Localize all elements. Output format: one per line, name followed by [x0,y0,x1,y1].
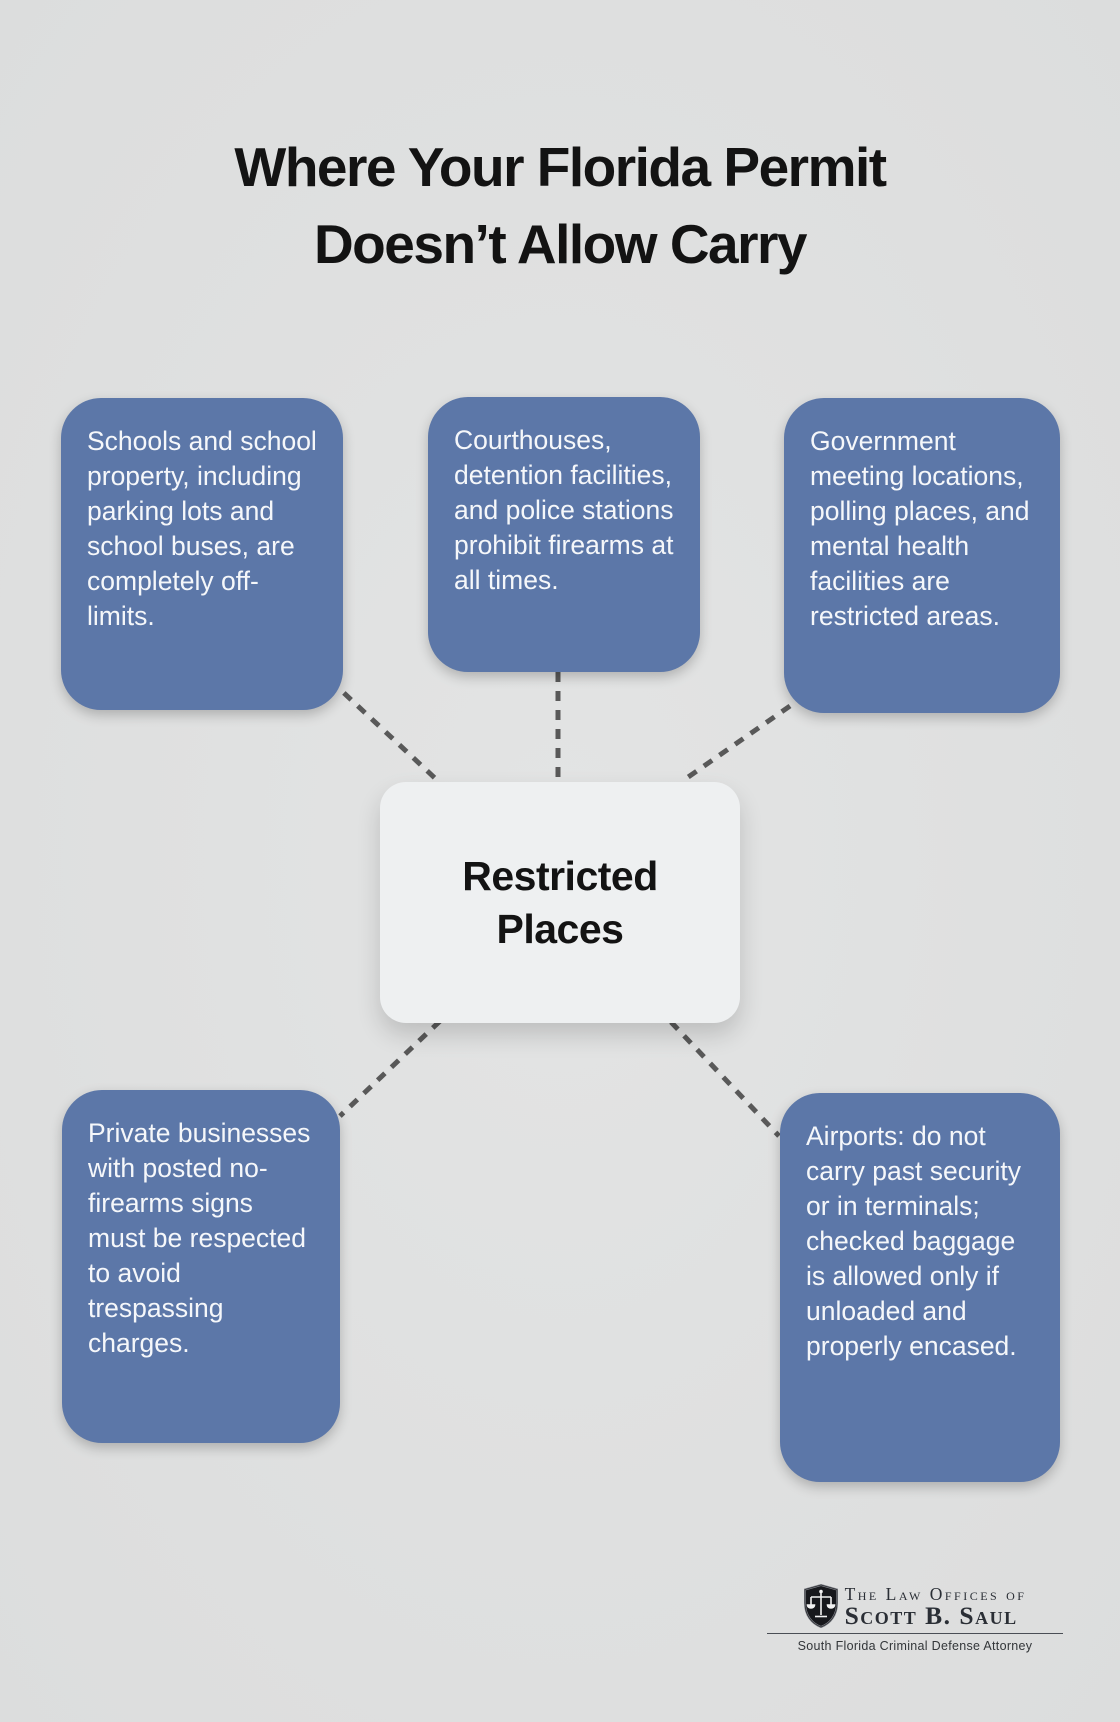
node-private-businesses: Private businesses with posted no-firear… [62,1090,340,1443]
connector-schools [328,678,439,782]
node-private-businesses-text: Private businesses with posted no-firear… [88,1118,311,1358]
connector-government [682,703,792,783]
logo-tagline: South Florida Criminal Defense Attorney [797,1639,1033,1653]
law-firm-logo: The Law Offices of Scott B. Saul South F… [767,1584,1063,1653]
node-courthouses-text: Courthouses, detention facilities, and p… [454,425,674,595]
center-node-label: Restricted Places [462,852,658,952]
page-title: Where Your Florida Permit Doesn’t Allow … [0,129,1120,283]
node-schools-text: Schools and school property, including p… [87,426,317,631]
center-node-restricted-places: Restricted Places [380,782,740,1023]
logo-firm-name: Scott B. Saul [844,1600,1018,1630]
connector-airports [669,1020,781,1138]
page-title-line-2: Doesn’t Allow Carry [313,212,808,275]
node-government: Government meeting locations, polling pl… [784,398,1060,713]
node-airports-text: Airports: do not carry past security or … [806,1121,1022,1361]
logo-divider [767,1633,1063,1634]
node-government-text: Government meeting locations, polling pl… [810,426,1030,631]
scales-of-justice-shield-icon [803,1584,838,1628]
connector-private-businesses [338,1019,442,1118]
logo-firm-prefix: The Law Offices of [844,1583,1027,1604]
node-schools: Schools and school property, including p… [61,398,343,710]
node-airports: Airports: do not carry past security or … [780,1093,1060,1482]
page-title-line-1: Where Your Florida Permit [234,135,887,198]
node-courthouses: Courthouses, detention facilities, and p… [428,397,700,672]
